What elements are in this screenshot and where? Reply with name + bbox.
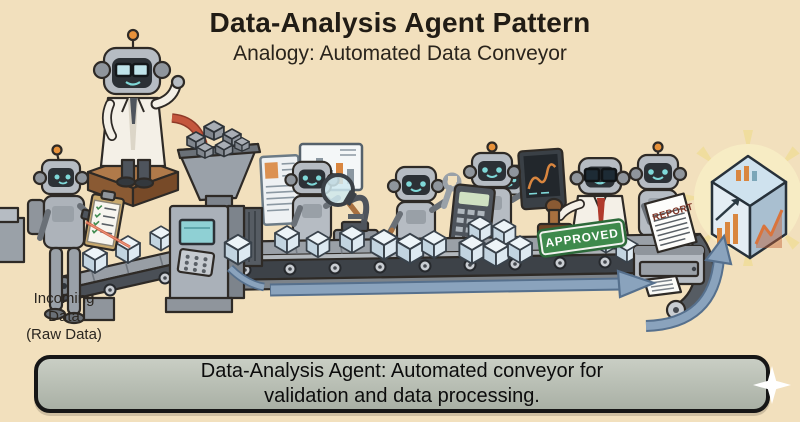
page-subtitle: Analogy: Automated Data Conveyor	[233, 42, 567, 65]
data-cube	[369, 228, 399, 261]
cube-top-bar-chart	[736, 166, 757, 181]
machine-keypad	[176, 248, 216, 277]
incoming-line-3: (Raw Data)	[26, 326, 102, 343]
data-cube	[421, 230, 447, 259]
report-paper	[643, 192, 698, 254]
data-cube	[395, 232, 425, 265]
cube-right-line-chart	[754, 209, 784, 248]
data-cube	[149, 225, 173, 252]
scan-laser	[85, 220, 131, 249]
data-cube	[305, 230, 331, 259]
data-cube	[507, 235, 533, 264]
calculator-icon	[448, 183, 496, 251]
sorting-machine	[164, 204, 264, 314]
incoming-data-label: Incoming Data (Raw Data)	[8, 290, 120, 344]
caption-line-1: Data-Analysis Agent: Automated conveyor …	[200, 360, 604, 382]
data-cube	[223, 233, 253, 266]
caption-banner: Data-Analysis Agent: Automated conveyor …	[34, 355, 770, 413]
data-cube	[82, 245, 108, 274]
clipboard-icon	[83, 189, 125, 252]
caption-line-2: validation and data processing.	[264, 385, 540, 407]
robot-supervisor	[92, 28, 186, 189]
incoming-line-1: Incoming	[33, 290, 95, 307]
page-title: Data-Analysis Agent Pattern	[209, 7, 591, 38]
data-cube	[274, 225, 300, 254]
analysis-screen	[517, 147, 567, 211]
machine-screen	[178, 218, 216, 246]
robot-inspector	[284, 160, 361, 244]
glasses-icon	[583, 167, 618, 183]
flow-arrow-output	[645, 233, 733, 332]
wrench-icon	[441, 172, 462, 209]
data-cube	[482, 237, 510, 268]
edge-machine	[0, 206, 26, 264]
data-cube	[339, 225, 365, 254]
flow-arrow-main	[269, 269, 658, 299]
glasses-icon	[114, 62, 150, 78]
flow-arrow-start	[226, 264, 265, 292]
robot-intake	[26, 144, 100, 325]
robot-calculator	[448, 141, 522, 251]
data-cube	[458, 234, 486, 265]
cube-left-bar-chart	[715, 198, 740, 244]
incoming-line-2: Data	[48, 308, 80, 325]
hopper	[176, 120, 262, 212]
